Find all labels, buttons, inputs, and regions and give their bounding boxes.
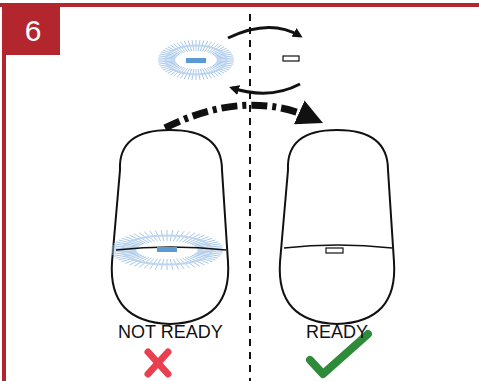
step-number: 6	[25, 14, 42, 48]
step-badge: 6	[6, 7, 60, 55]
glow-ring	[122, 236, 212, 265]
led-off	[283, 56, 299, 61]
swap-arrow	[228, 27, 300, 38]
led-glow	[111, 230, 223, 270]
divider	[249, 14, 251, 381]
led-on	[186, 58, 206, 63]
sensor-body	[112, 130, 228, 324]
led-glow	[158, 40, 234, 80]
cross-mark	[148, 352, 168, 374]
glow-ring	[166, 46, 227, 75]
glow-ray	[111, 251, 136, 252]
swap-arrow	[232, 84, 300, 93]
status-label: READY	[306, 322, 368, 343]
status-label: NOT READY	[118, 322, 223, 343]
frame-left	[2, 3, 6, 381]
led-on	[157, 247, 177, 252]
frame-top	[0, 3, 479, 7]
transition-arrow	[165, 105, 312, 128]
sensor-body	[280, 130, 394, 324]
led-off	[326, 248, 343, 253]
